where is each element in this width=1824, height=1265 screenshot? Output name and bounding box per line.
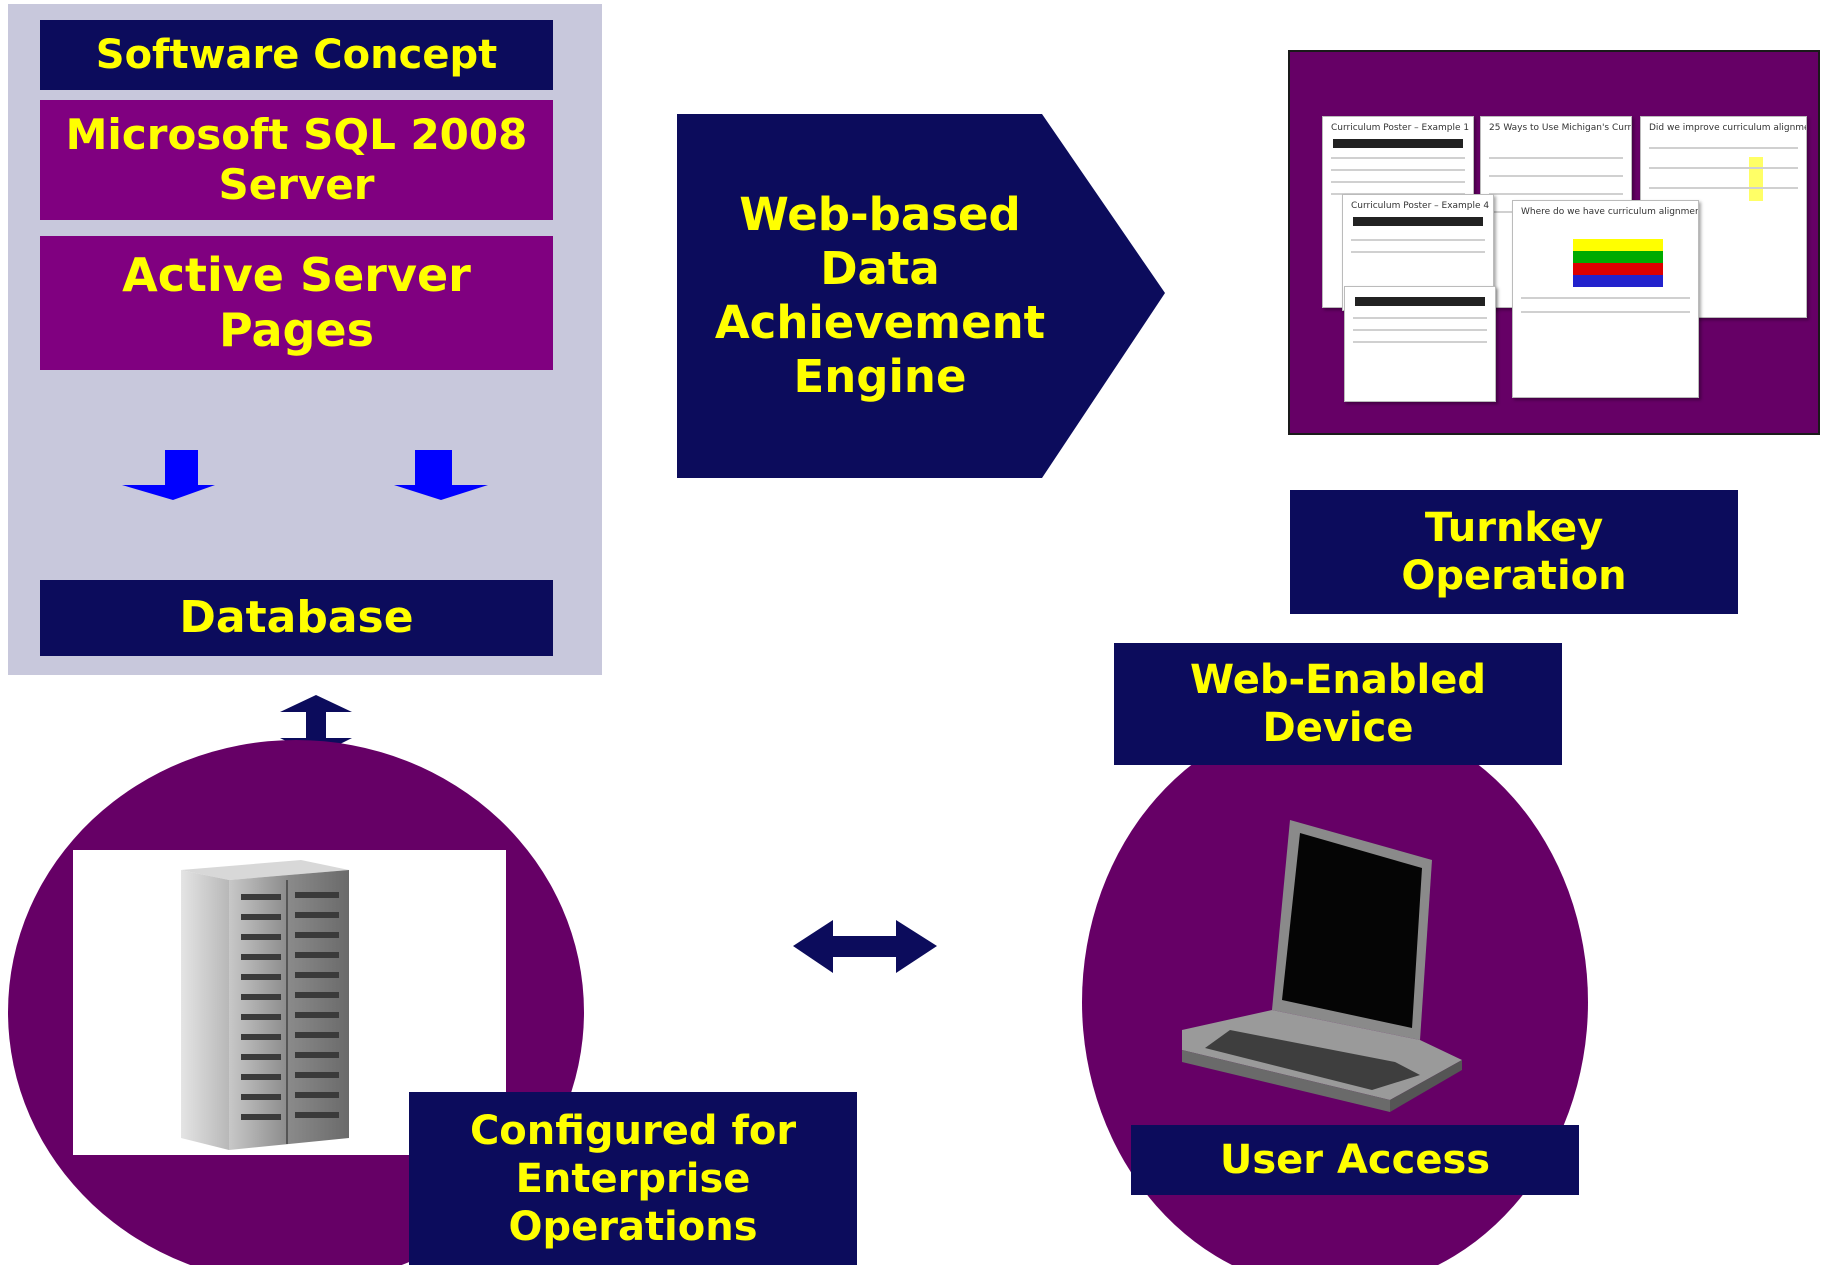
server-line1: Configured for [469, 1107, 797, 1154]
engine-line3: Achievement [714, 296, 1046, 349]
document-title: Curriculum Poster – Example 1 [1331, 123, 1470, 133]
engine-line1: Web-based [739, 188, 1021, 241]
asp-label-line1: Active Server [122, 247, 471, 302]
turnkey-line1: Turnkey [1424, 505, 1604, 551]
server-line2: Enterprise [515, 1155, 751, 1202]
software-concept-label: Software Concept [95, 32, 498, 78]
engine-line2: Data [820, 242, 940, 295]
sql-server-label-line1: Microsoft SQL 2008 [65, 109, 528, 159]
active-server-pages-box: Active Server Pages [40, 236, 553, 370]
document-title: Curriculum Poster – Example 4 [1351, 201, 1490, 211]
engine-chevron-shape [677, 114, 1165, 478]
database-box: Database [40, 580, 553, 656]
document-title: 25 Ways to Use Michigan's Curriculum Fra… [1489, 123, 1632, 133]
database-label: Database [179, 591, 414, 643]
sql-server-box: Microsoft SQL 2008 Server [40, 100, 553, 220]
web-device-line2: Device [1262, 705, 1414, 751]
turnkey-line2: Operation [1401, 553, 1627, 599]
server-tower-icon [181, 860, 349, 1150]
data-engine-label: Web-based Data Achievement Engine [680, 114, 1080, 478]
horizontal-double-arrow-icon [793, 920, 937, 973]
document-title: Did we improve curriculum alignment? [1649, 123, 1807, 133]
asp-label-line2: Pages [218, 303, 375, 357]
document-title: Where do we have curriculum alignment? [1521, 207, 1699, 217]
web-enabled-device-box: Web-Enabled Device [1114, 643, 1562, 765]
server-line3: Operations [508, 1203, 758, 1250]
engine-line4: Engine [793, 350, 967, 403]
user-access-label: User Access [1219, 1137, 1491, 1183]
curriculum-documents-image: Curriculum Poster – Example 1 25 Ways to… [1288, 50, 1820, 435]
web-device-line1: Web-Enabled [1190, 657, 1486, 703]
sql-server-label-line2: Server [218, 160, 375, 209]
document-thumbnail [1344, 286, 1496, 402]
software-concept-box: Software Concept [40, 20, 553, 90]
down-arrow-right-icon [394, 450, 488, 500]
document-thumbnail: Where do we have curriculum alignment? [1512, 200, 1699, 398]
enterprise-operations-box: Configured for Enterprise Operations [409, 1092, 857, 1265]
user-access-box: User Access [1131, 1125, 1579, 1195]
down-arrow-left-icon [122, 450, 215, 500]
turnkey-operation-box: Turnkey Operation [1290, 490, 1738, 614]
